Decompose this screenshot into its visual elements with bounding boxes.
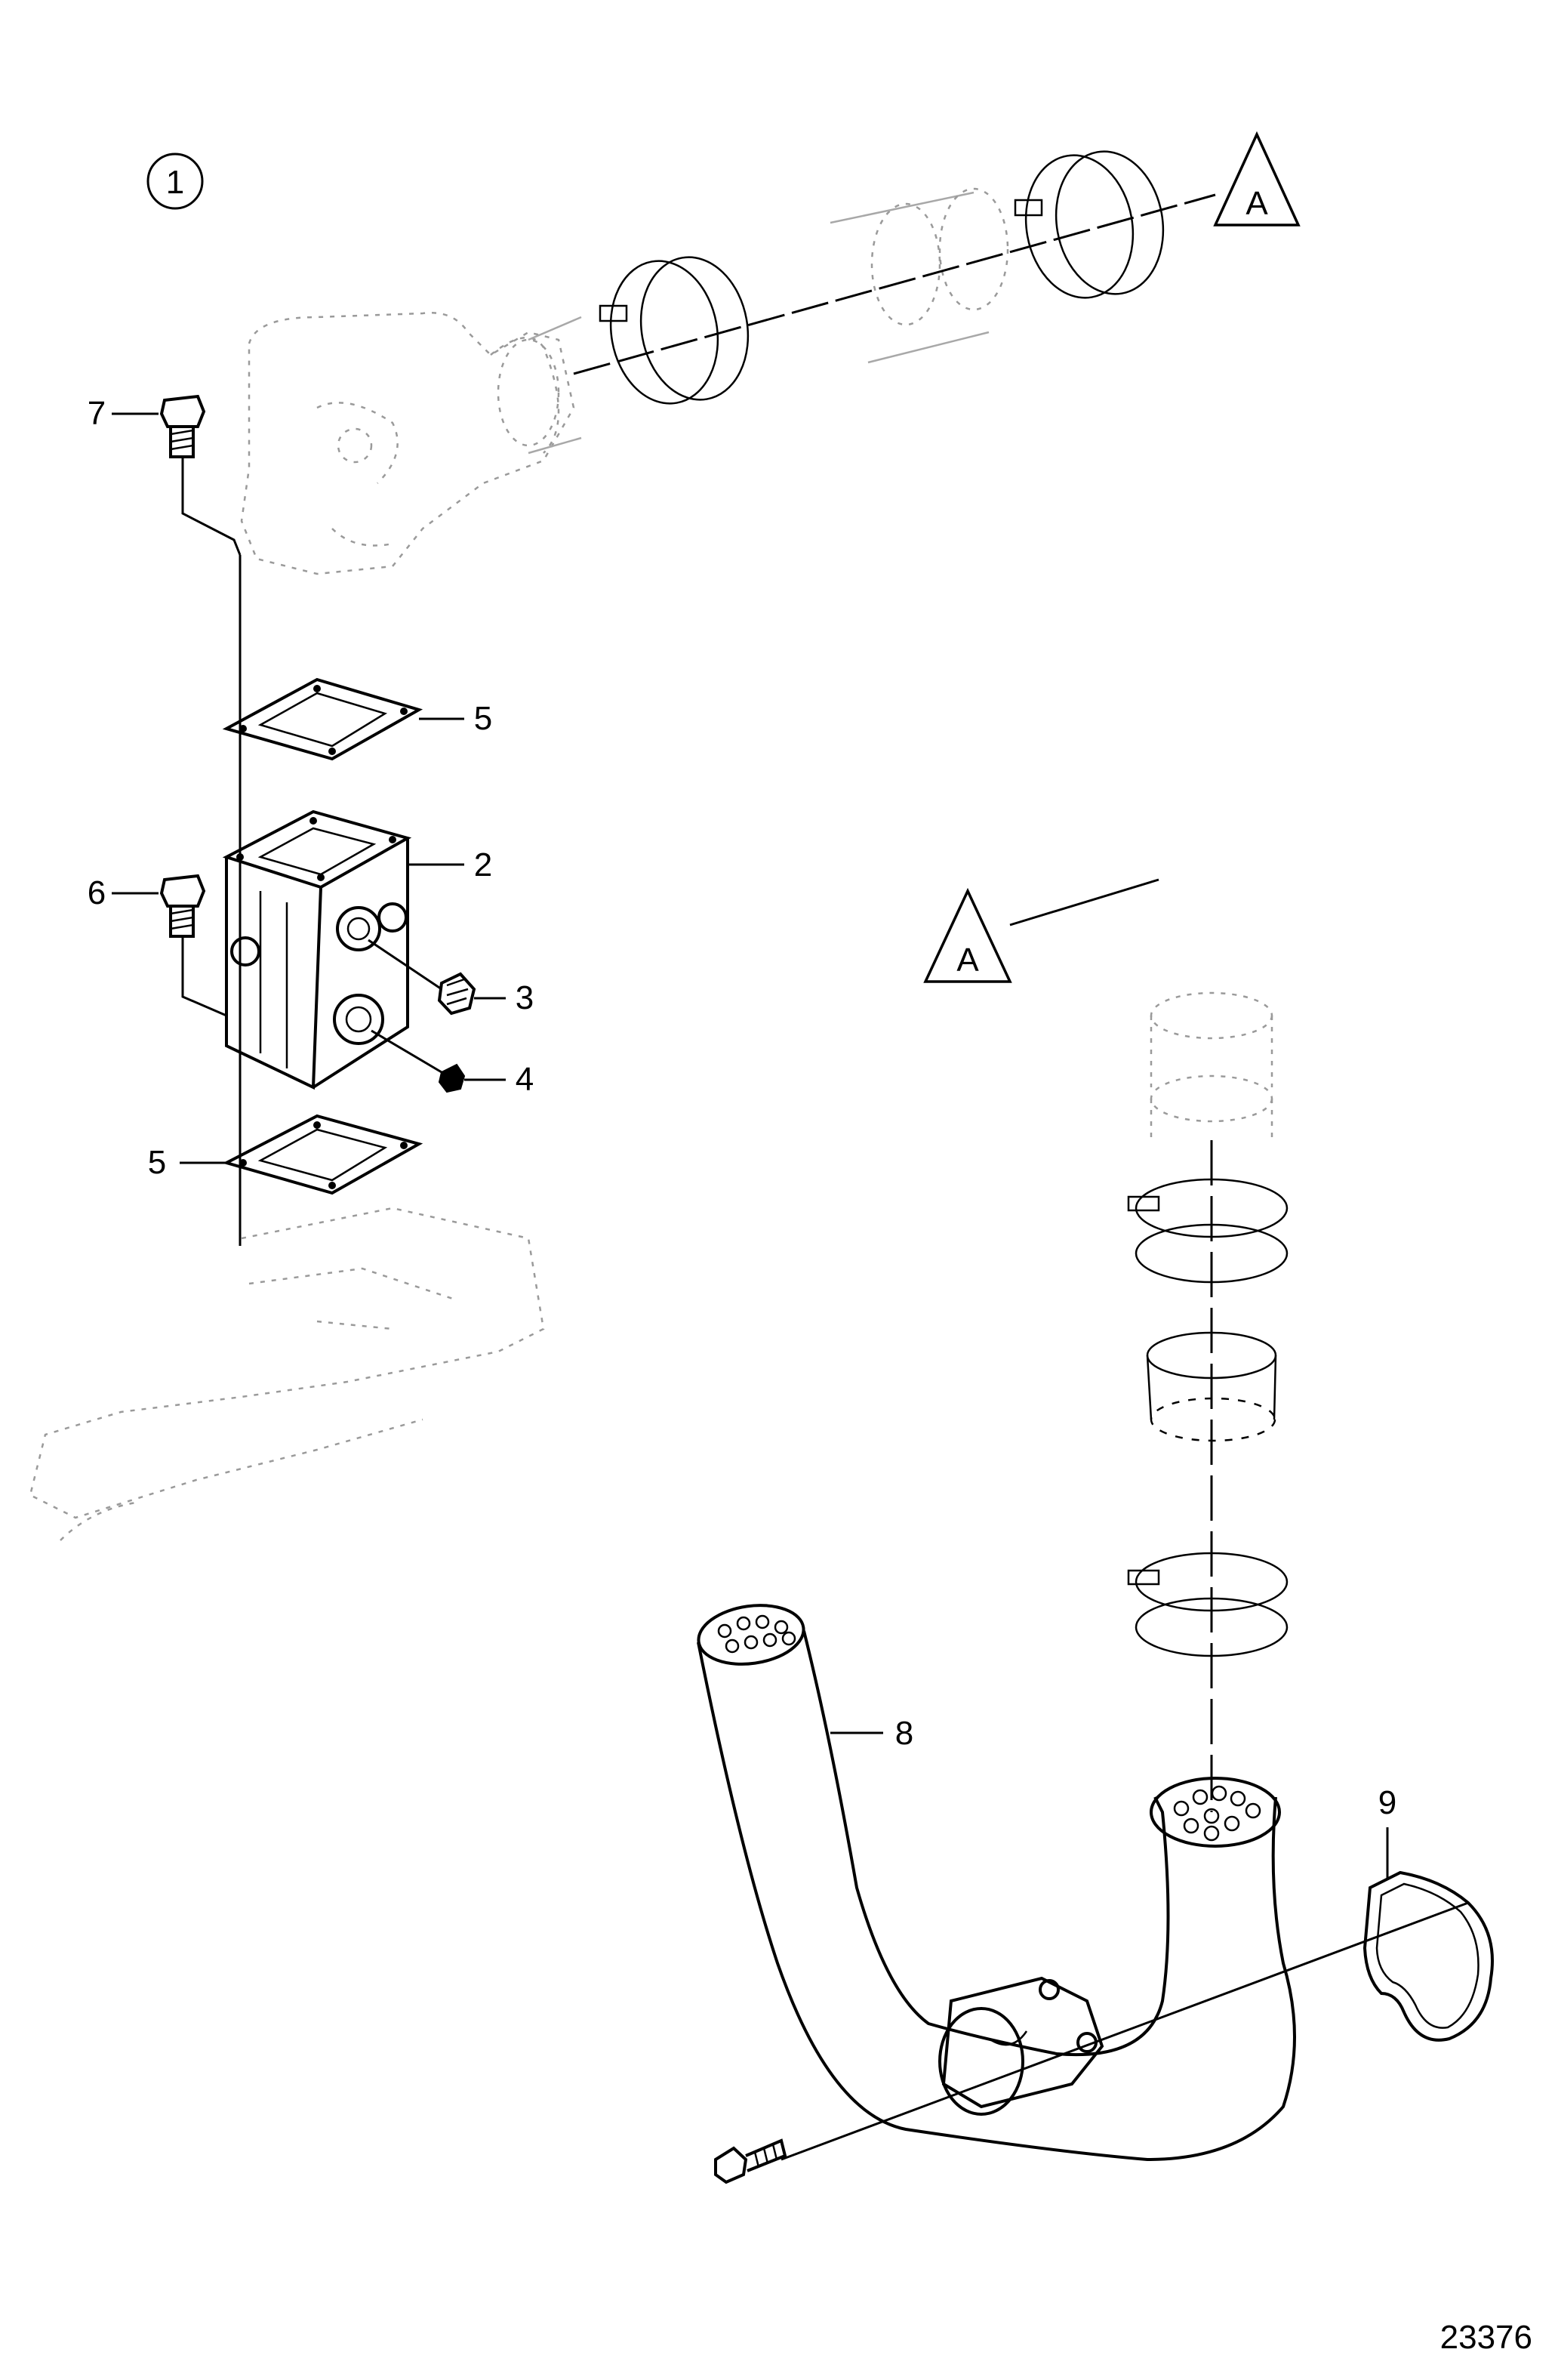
upper-hose-clamp-1 bbox=[599, 256, 750, 405]
lower-hose-clamp-2 bbox=[1127, 1552, 1289, 1657]
gasket-lower bbox=[222, 1114, 423, 1195]
plug-3 bbox=[368, 939, 476, 1016]
upper-centerline bbox=[573, 193, 1216, 375]
callout-8: 8 bbox=[895, 1715, 913, 1752]
exhaust-elbow-adapter-2 bbox=[222, 809, 412, 1090]
upper-hose-clamp-2 bbox=[1014, 150, 1165, 299]
gasket-9 bbox=[1362, 1870, 1494, 2042]
callout-5-lower: 5 bbox=[148, 1144, 166, 1181]
plug-4 bbox=[371, 1029, 466, 1093]
callout-7: 7 bbox=[88, 395, 106, 432]
flange-bolt bbox=[714, 2138, 787, 2184]
ghost-exhaust-pipe-upper bbox=[490, 187, 1009, 455]
lower-connection-line bbox=[1009, 878, 1159, 926]
connection-marker-top-label: A bbox=[1245, 185, 1268, 222]
pipe-8-inlet-tubes bbox=[717, 1614, 796, 1654]
callout-9: 9 bbox=[1378, 1784, 1396, 1821]
screw-6 bbox=[159, 874, 227, 1017]
callout-5-upper: 5 bbox=[474, 700, 492, 737]
connection-marker-bottom-label: A bbox=[956, 942, 979, 979]
gasket-upper bbox=[222, 677, 423, 761]
callout-4: 4 bbox=[516, 1061, 534, 1098]
ghost-turbo-housing bbox=[240, 312, 575, 575]
lower-hose-clamp-1 bbox=[1127, 1178, 1289, 1284]
pipe-8-outlet-tubes bbox=[1173, 1785, 1261, 1842]
callout-3: 3 bbox=[516, 979, 534, 1016]
callout-6: 6 bbox=[88, 874, 106, 911]
lower-diagonal-axis bbox=[781, 1901, 1469, 2161]
ghost-exhaust-pipe-lower bbox=[1150, 991, 1273, 1140]
callout-2: 2 bbox=[474, 846, 492, 883]
connection-marker-bottom: A bbox=[923, 887, 1012, 983]
figure-number: 23376 bbox=[1440, 2319, 1532, 2356]
screw-7 bbox=[159, 394, 242, 556]
exhaust-riser-pipe-8 bbox=[697, 1604, 1296, 2162]
view-marker: 1 bbox=[146, 153, 204, 210]
connection-marker-top: A bbox=[1213, 131, 1301, 227]
ghost-exhaust-manifold bbox=[29, 1207, 545, 1541]
view-marker-label: 1 bbox=[166, 164, 184, 201]
